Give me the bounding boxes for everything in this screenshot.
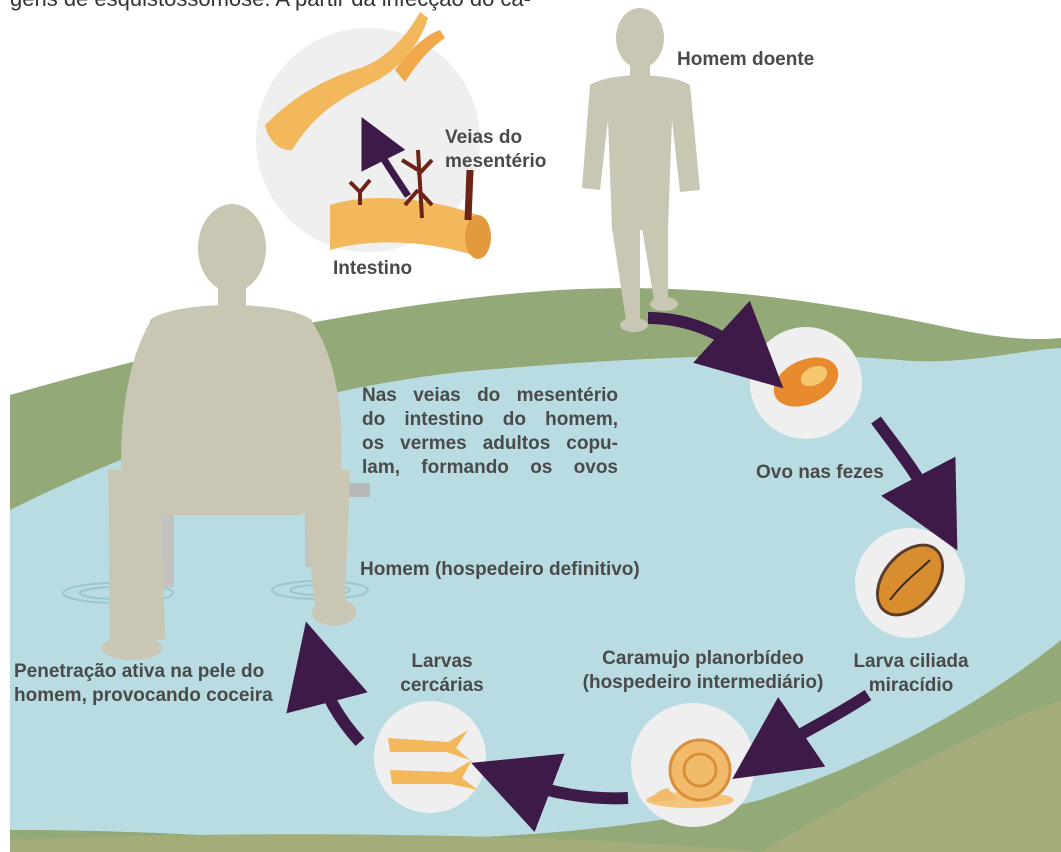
cercariae-circle: [374, 701, 486, 813]
label-adult-worms-note: Nas veias do mesentério do intestino do …: [362, 384, 618, 480]
label-intermediate-host: Caramujo planorbídeo (hospedeiro interme…: [578, 647, 828, 695]
label-mesenteric-veins: Veias do mesentério: [445, 126, 546, 174]
intestine-opening: [465, 215, 491, 259]
label-egg: Ovo nas fezes: [756, 461, 884, 485]
snail-circle: [631, 703, 755, 827]
label-sick-man: Homem doente: [677, 48, 814, 72]
label-intestine: Intestino: [333, 257, 412, 281]
label-cercariae: Larvas cercárias: [392, 650, 492, 698]
label-definitive-host: Homem (hospedeiro definitivo): [360, 558, 640, 582]
miracidium-circle: [855, 528, 965, 638]
label-penetration: Penetração ativa na pele do homem, provo…: [14, 660, 273, 708]
snail-shell: [670, 740, 730, 800]
label-miracidium: Larva ciliada miracídio: [850, 650, 972, 698]
mesenteric-vein: [468, 170, 470, 220]
egg-circle: [750, 327, 862, 439]
